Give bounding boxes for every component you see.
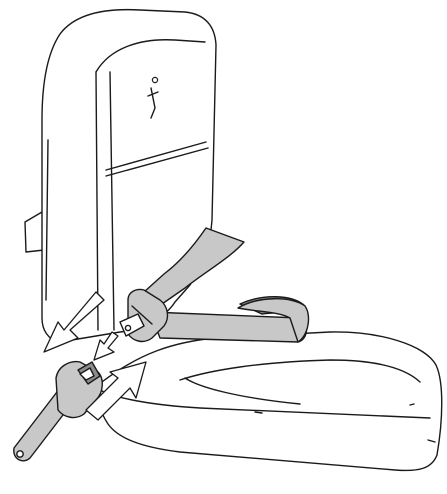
seat-back [25, 10, 216, 342]
seat-cushion [97, 332, 441, 471]
